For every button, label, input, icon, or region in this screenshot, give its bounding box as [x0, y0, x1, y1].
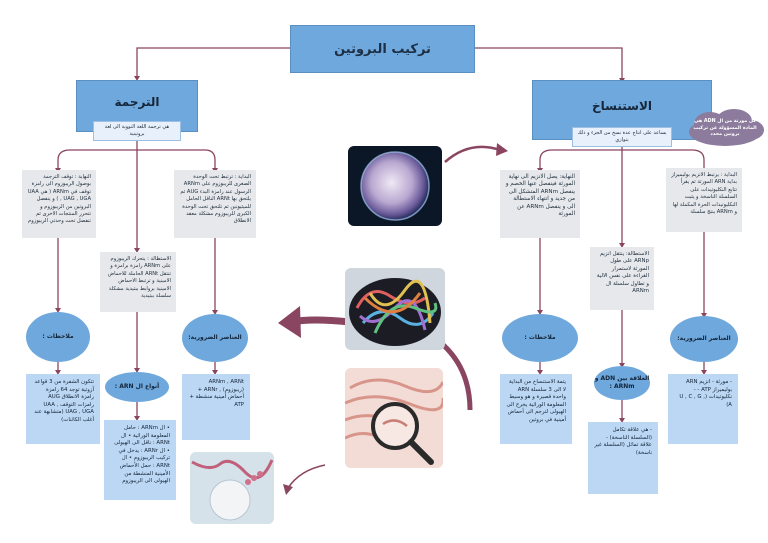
- transcription-elements-oval-label: العناصر الضرورية:: [677, 335, 731, 342]
- main-title: تركيب البروتين: [290, 25, 475, 73]
- translation-notes-box: تتكون الشفرة من 3 قواعد آزوتية توجد 64 ر…: [26, 374, 100, 444]
- transcription-relation-box: - هي علاقة تكامل (السلسلة الناسخة) - علا…: [588, 422, 658, 494]
- translation-notes-oval: ملاحظات :: [26, 312, 90, 362]
- transcription-notes-box: يتمة الاستنساخ من البداية لا الى 3 سلسلة…: [500, 374, 572, 444]
- translation-elongation-note: الاستطالة : يتحرك الريبوزوم على ARNm رام…: [100, 252, 176, 312]
- ribosome-image: [190, 452, 274, 524]
- translation-arn-types-oval-label: أنواع ال ARN :: [114, 383, 160, 390]
- transcription-relation-oval-label: العلاقة بين ADN و ARNm :: [594, 375, 650, 390]
- translation-elements-oval-label: العناصر الضرورية:: [188, 334, 242, 341]
- organelle-magnifier-image: [345, 368, 443, 468]
- main-title-text: تركيب البروتين: [334, 41, 431, 57]
- transcription-notes-oval-label: ملاحظات :: [524, 334, 556, 341]
- cloud-text: كل مورثة من ال ADN هي المادة المسؤولة عن…: [693, 119, 757, 138]
- translation-title: الترجمة: [114, 95, 160, 109]
- cell-illustration: [360, 151, 430, 221]
- transcription-elongation-note: الاستطالة: ينتقل انزيم ARNp على طول المو…: [590, 247, 654, 310]
- chromatin-image: [345, 268, 445, 350]
- transcription-subtitle: يساعد على انتاج عدة نسخ من الجزء و ذلك ب…: [572, 127, 672, 147]
- translation-elements-box: ARNm , ARNt (ريبوزوم) , ARNr + أحماض أمي…: [182, 374, 250, 440]
- transcription-elements-oval: العناصر الضرورية:: [670, 316, 738, 362]
- translation-elements-oval: العناصر الضرورية:: [182, 314, 248, 362]
- transcription-elements-box: - مورثة - انزيم ARN بوليميراز ATP - - نك…: [668, 374, 738, 444]
- transcription-header: الاستنساخ يساعد على انتاج عدة نسخ من الج…: [532, 80, 712, 147]
- transcription-relation-oval: العلاقة بين ADN و ARNm :: [594, 366, 650, 400]
- translation-arn-types-box: • ال ARNm : حامل المعلومة الوراثية • ال …: [104, 420, 176, 500]
- translation-start-note: البداية : ترتبط تحت الوحدة الصغرى للريبو…: [174, 170, 256, 238]
- ribosome-illustration: [190, 452, 274, 524]
- transcription-title: الاستنساخ: [591, 99, 652, 113]
- translation-notes-oval-label: ملاحظات :: [42, 333, 74, 340]
- translation-end-note: النهاية : توقف الترجمة بوصول الريبوزوم ا…: [22, 170, 96, 238]
- transcription-end-note: النهاية: يصل الانزيم الى نهاية المورثة ف…: [500, 170, 580, 238]
- transcription-start-note: البداية : يرتبط الانزيم بوليميراز بداية …: [666, 168, 742, 232]
- organelle-illustration: [345, 368, 443, 468]
- cloud-icon: [689, 109, 764, 146]
- cell-image: [348, 146, 442, 226]
- translation-arn-types-oval: أنواع ال ARN :: [105, 372, 169, 402]
- transcription-notes-oval: ملاحظات :: [502, 314, 578, 362]
- translation-subtitle: هي ترجمة اللغة النووية الى لغة بروتينية: [93, 121, 181, 141]
- translation-header: الترجمة هي ترجمة اللغة النووية الى لغة ب…: [76, 80, 198, 141]
- chromatin-illustration: [349, 278, 441, 346]
- info-cloud: كل مورثة من ال ADN هي المادة المسؤولة عن…: [684, 108, 766, 150]
